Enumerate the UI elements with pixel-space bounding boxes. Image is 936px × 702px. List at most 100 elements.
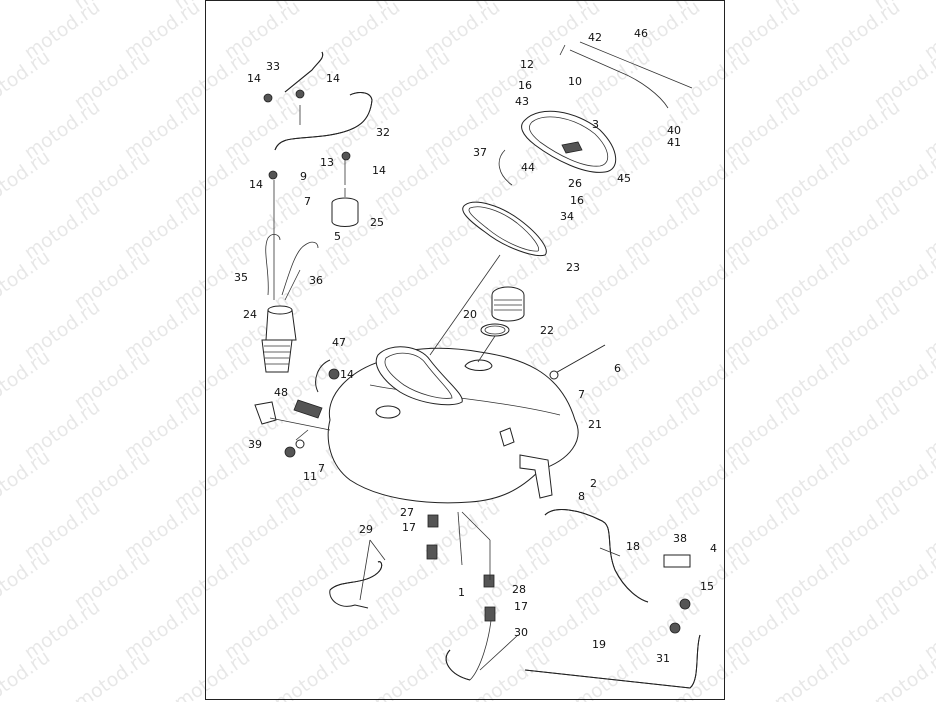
callout-16: 16 <box>518 79 532 92</box>
callout-16-2: 16 <box>570 194 584 207</box>
watermark-text: motod.ru <box>770 646 854 702</box>
callout-24: 24 <box>243 308 257 321</box>
fitting-30 <box>426 544 438 560</box>
leader-lines <box>269 417 621 671</box>
pump-wire <box>281 241 319 296</box>
callout-37: 37 <box>473 146 487 159</box>
callout-47: 47 <box>332 336 346 349</box>
callout-22: 22 <box>540 324 554 337</box>
fuel-line-47 <box>315 359 331 393</box>
callout-40: 40 <box>667 124 681 137</box>
sensor-cable <box>569 49 669 109</box>
callout-42: 42 <box>588 31 602 44</box>
callout-32: 32 <box>376 126 390 139</box>
watermark-text: motod.ru <box>0 246 54 314</box>
top-plate <box>521 110 617 173</box>
callout-25: 25 <box>370 216 384 229</box>
watermark-text: motod.ru <box>470 646 554 702</box>
callout-14-3: 14 <box>249 178 263 191</box>
callout-30: 30 <box>514 626 528 639</box>
watermark-text: motod.ru <box>170 646 254 702</box>
fitting-27 <box>427 514 439 528</box>
washer-7 <box>295 439 305 449</box>
bumper-spring <box>293 399 323 419</box>
sender-wire <box>265 234 281 296</box>
tank-hole <box>375 405 401 419</box>
mount-bolt <box>551 344 606 376</box>
callout-28: 28 <box>512 583 526 596</box>
callout-14-2: 14 <box>326 72 340 85</box>
callout-6: 6 <box>614 362 621 375</box>
watermark-text: motod.ru <box>0 446 54 514</box>
callout-29: 29 <box>359 523 373 536</box>
tank-filler-recess <box>464 359 493 371</box>
callout-44: 44 <box>521 161 535 174</box>
callout-36: 36 <box>309 274 323 287</box>
nut-14a <box>263 93 273 103</box>
pump-filter <box>261 339 293 373</box>
callout-23: 23 <box>566 261 580 274</box>
watermark-text: motod.ru <box>70 646 154 702</box>
callout-43: 43 <box>515 95 529 108</box>
callout-8: 8 <box>578 490 585 503</box>
watermark-text: motod.ru <box>0 0 54 14</box>
callout-3: 3 <box>592 118 599 131</box>
callout-27: 27 <box>400 506 414 519</box>
tank-top-gasket-seat <box>375 346 463 406</box>
callout-18: 18 <box>626 540 640 553</box>
fitting-30b <box>484 606 496 622</box>
callout-14-5: 14 <box>340 368 354 381</box>
fuel-pump <box>265 309 297 341</box>
callout-17: 17 <box>402 521 416 534</box>
callout-48: 48 <box>274 386 288 399</box>
nut-11 <box>284 446 296 458</box>
callout-15: 15 <box>700 580 714 593</box>
callout-13: 13 <box>320 156 334 169</box>
callout-7: 7 <box>304 195 311 208</box>
callout-41: 41 <box>667 136 681 149</box>
fitting-15 <box>679 598 691 610</box>
callout-10: 10 <box>568 75 582 88</box>
callout-2: 2 <box>590 477 597 490</box>
watermark-text: motod.ru <box>0 46 54 114</box>
callout-14-4: 14 <box>372 164 386 177</box>
parts-drawing <box>254 41 701 689</box>
watermark-text: motod.ru <box>370 646 454 702</box>
callout-4: 4 <box>710 542 717 555</box>
washer-7b <box>549 370 559 380</box>
nut-14d <box>341 151 351 161</box>
watermark-text: motod.ru <box>670 646 754 702</box>
callout-12: 12 <box>520 58 534 71</box>
callout-46: 46 <box>634 27 648 40</box>
callout-33: 33 <box>266 60 280 73</box>
nut-14c <box>268 170 278 180</box>
top-gasket <box>462 201 547 257</box>
nut-14e <box>328 368 340 380</box>
fuel-cap-body <box>491 295 525 322</box>
watermark-text: motod.ru <box>0 346 54 414</box>
callout-26: 26 <box>568 177 582 190</box>
fitting-28 <box>483 574 495 588</box>
nut-14b <box>295 89 305 99</box>
rear-mount-bracket <box>519 454 553 499</box>
callout-21: 21 <box>588 418 602 431</box>
watermark-text: motod.ru <box>570 646 654 702</box>
bracket-38 <box>663 554 691 568</box>
grommet-plate <box>561 141 583 154</box>
callout-9: 9 <box>300 170 307 183</box>
callout-14: 14 <box>247 72 261 85</box>
callout-5: 5 <box>334 230 341 243</box>
callout-20: 20 <box>463 308 477 321</box>
watermark-text: motod.ru <box>0 546 54 614</box>
callout-34: 34 <box>560 210 574 223</box>
callout-31: 31 <box>656 652 670 665</box>
callout-7-2: 7 <box>578 388 585 401</box>
callout-17-2: 17 <box>514 600 528 613</box>
callout-19: 19 <box>592 638 606 651</box>
level-sender <box>331 203 359 227</box>
callout-39: 39 <box>248 438 262 451</box>
callout-1: 1 <box>458 586 465 599</box>
bracket-tab <box>499 427 515 447</box>
